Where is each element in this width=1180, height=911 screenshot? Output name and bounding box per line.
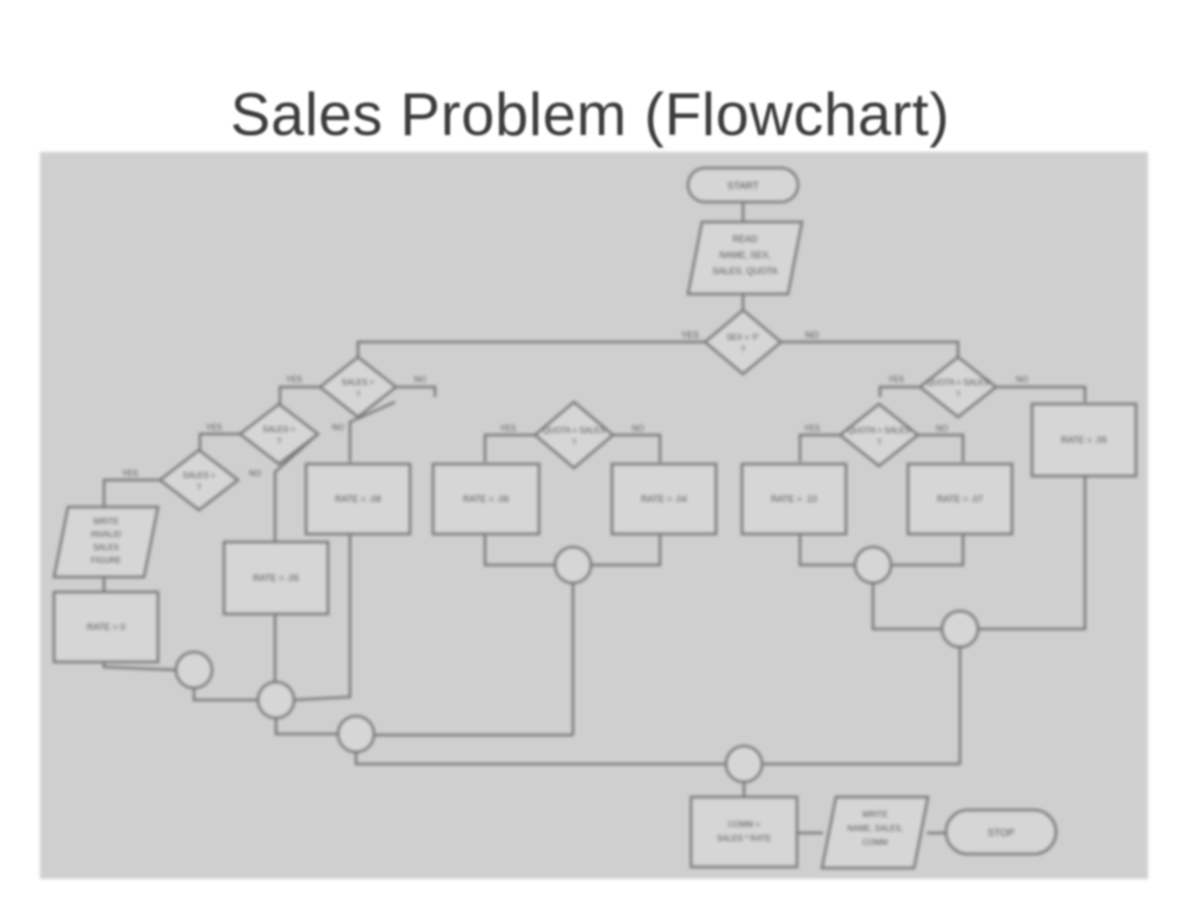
input-line-1: READ [732,234,758,244]
input-line-2: NAME, SEX, [719,250,771,260]
invalid-line-4: FIGURE [91,556,121,565]
decision-left-3-line-1: SALES > [183,471,216,480]
output-line-3: COMM [862,838,888,847]
input-read-node: READ NAME, SEX, SALES, QUOTA [686,220,804,296]
flowchart-diagram: START STOP READ NAME, SEX, SALES, QUOTA … [52,166,1138,870]
rate-left-a-label: RATE = 0 [87,622,126,632]
compute-line-1: COMM = [728,820,761,829]
input-line-3: SALES, QUOTA [712,266,777,276]
branch-no-label: NO [414,375,426,384]
compute-line-2: SALES * RATE [717,834,771,843]
merge-connector [256,680,296,720]
rate-right-b-label: RATE = .07 [937,494,983,504]
branch-no-label: NO [805,330,819,340]
slide-title: Sales Problem (Flowchart) [230,81,950,148]
branch-no-label: NO [332,423,344,432]
rate-mid-b-label: RATE = .04 [641,494,687,504]
rate-box-right-a: RATE = .10 [740,462,848,536]
decision-right-2-line-1: QUOTA > SALES [848,426,910,435]
branch-no-label: NO [249,469,261,478]
rate-left-c-label: RATE = .08 [335,494,381,504]
decision-right-1-line-1: QUOTA > SALES [927,378,989,387]
rate-box-right-c: RATE = .05 [1030,402,1138,478]
decision-left-1-line-2: ? [356,390,361,399]
output-line-2: NAME, SALES, [847,824,903,833]
write-invalid-node: WRITE INVALID SALES FIGURE [52,505,160,579]
output-write-node: WRITE NAME, SALES, COMM [820,795,930,870]
decision-right-1: QUOTA > SALES ? YES NO [888,355,1028,419]
decision-mid: QUOTA > SALES ? YES NO [500,400,644,470]
rate-right-a-label: RATE = .10 [771,494,817,504]
decision-root-line-1: SEX = 'F' [726,333,760,342]
branch-no-label: NO [632,424,644,433]
decision-left-2-line-2: ? [277,437,282,446]
connector-lines [102,202,1087,835]
branch-yes-label: YES [804,424,820,433]
rate-box-left-c: RATE = .08 [304,462,412,536]
decision-right-2: QUOTA > SALES ? YES NO [804,402,948,468]
merge-connector [553,545,593,585]
rate-left-b-label: RATE = .05 [253,573,299,583]
merge-connector [940,609,980,649]
compute-node: COMM = SALES * RATE [689,795,799,869]
branch-yes-label: YES [122,469,138,478]
decision-left-3-line-2: ? [197,483,202,492]
branch-yes-label: YES [500,424,516,433]
flowchart-panel: START STOP READ NAME, SEX, SALES, QUOTA … [40,152,1148,879]
decision-mid-line-1: QUOTA > SALES [543,426,605,435]
decision-left-2-line-1: SALES > [263,425,296,434]
start-terminal: START [686,166,800,204]
rate-box-mid-b: RATE = .04 [610,462,718,536]
decision-root-line-2: ? [741,345,746,354]
invalid-line-2: INVALID [91,530,122,539]
output-line-1: WRITE [862,810,888,819]
rate-box-left-a: RATE = 0 [52,590,160,664]
rate-mid-a-label: RATE = .06 [463,494,509,504]
rate-box-mid-a: RATE = .06 [431,462,541,536]
branch-no-label: NO [1016,375,1028,384]
decision-left-3: SALES > ? YES NO [122,448,261,512]
rate-right-c-label: RATE = .05 [1061,435,1107,445]
decision-right-1-line-2: ? [956,390,961,399]
merge-connector [724,744,764,784]
start-label: START [727,181,759,192]
branch-yes-label: YES [888,375,904,384]
decision-left-2: SALES > ? YES NO [206,402,344,466]
stop-terminal: STOP [944,808,1058,856]
invalid-line-1: WRITE [93,517,119,526]
merge-connector [336,714,376,754]
decision-left-1-line-1: SALES > [342,378,375,387]
rate-box-left-b: RATE = .05 [222,540,330,616]
stop-label: STOP [987,828,1014,839]
decision-root: SEX = 'F' ? YES NO [681,308,819,376]
branch-yes-label: YES [286,375,302,384]
invalid-line-3: SALES [93,543,119,552]
branch-yes-label: YES [681,330,699,340]
branch-yes-label: YES [206,423,222,432]
decision-left-1: SALES > ? YES NO [286,355,426,419]
merge-connectors [174,545,980,784]
merge-connector [853,545,893,585]
decision-right-2-line-2: ? [877,438,882,447]
rate-box-right-b: RATE = .07 [906,462,1014,536]
decision-mid-line-2: ? [572,438,577,447]
merge-connector [174,650,214,690]
branch-no-label: NO [936,424,948,433]
